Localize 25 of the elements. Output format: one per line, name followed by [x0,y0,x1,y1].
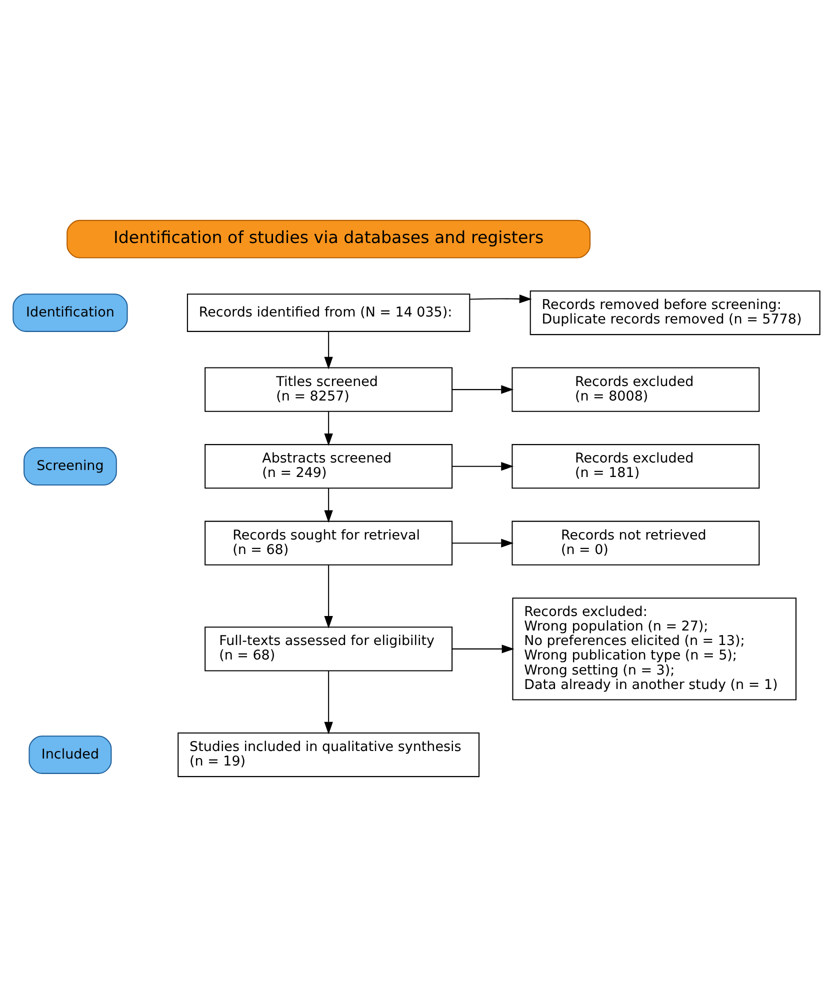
arrow [469,294,532,303]
node-box: Records identified from (N = 14 035): [186,293,470,332]
arrow [324,564,332,628]
arrow [452,644,514,653]
node-box: Studies included in qualitative synthesis (n = 19) [177,732,480,777]
node-box: Included [28,735,112,774]
node-box: Records removed before screening: Duplicate records removed (n = 5778) [529,290,820,335]
node-box: Records sought for retrieval (n = 68) [204,520,452,565]
node-box: Identification of studies via databases and registers [66,219,590,258]
arrow [324,670,332,734]
arrow [452,538,514,547]
arrow [452,384,514,394]
node-box: Records excluded (n = 8008) [511,366,760,412]
node-box: Abstracts screened (n = 249) [204,444,452,488]
arrow [324,331,332,369]
node-box: Full-texts assessed for eligibility (n = 68) [204,626,452,671]
node-box: Records not retrieved (n = 0) [511,520,760,565]
arrow [452,461,514,470]
arrow [324,488,332,522]
node-box: Records excluded: Wrong population (n = 27); No preferences elicited (n = 13); Wrong publication type (n = 5); Wrong setting (n = 3); Data already in another study (n = 1) [512,597,796,700]
node-box: Screening [23,446,116,486]
node-box: Titles screened (n = 8257) [204,366,452,412]
node-box: Identification [12,293,128,332]
arrow [324,410,332,446]
node-box: Records excluded (n = 181) [511,444,760,488]
